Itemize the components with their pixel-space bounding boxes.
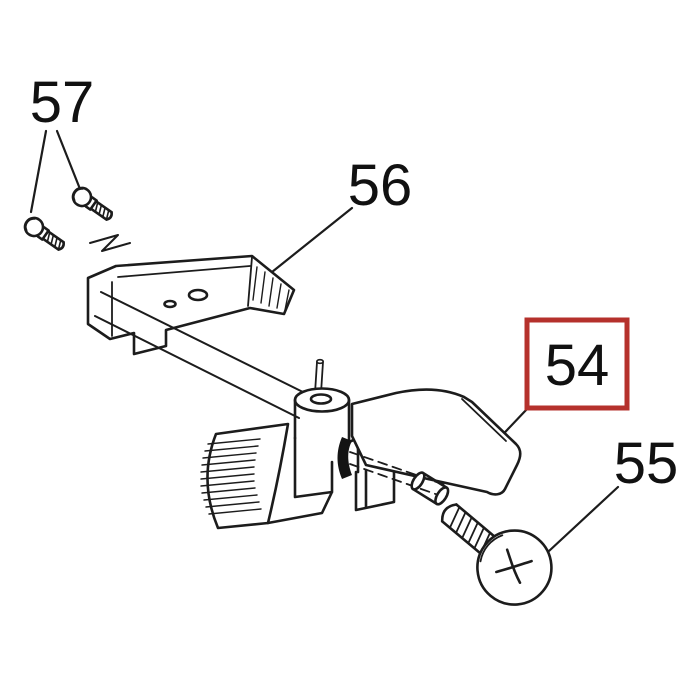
part-55-screw <box>440 503 553 606</box>
bracket-tab-hatching <box>252 266 290 311</box>
knob-ribs <box>200 438 262 515</box>
arm-pin <box>410 471 450 506</box>
screw-tip <box>440 503 458 523</box>
boss-hole <box>309 393 333 405</box>
leader-line-57a <box>29 129 48 214</box>
part-label-55: 55 <box>614 431 679 496</box>
leader-line-57b <box>55 129 82 191</box>
part-label-54: 54 <box>545 333 610 398</box>
diagram-linework <box>23 129 620 606</box>
leader-lines <box>29 129 620 553</box>
screw-head-arc <box>479 534 504 563</box>
diagram-labels: 57 56 54 55 <box>30 70 679 496</box>
part-label-56: 56 <box>348 153 413 218</box>
leader-line-56 <box>260 206 354 282</box>
part-56-bracket <box>86 254 296 356</box>
arm-inner-edge <box>461 398 507 442</box>
screw-phillips-cross <box>495 548 533 584</box>
highlight-box-54 <box>524 317 630 411</box>
body-slot <box>337 437 352 479</box>
part-57-screw-a <box>71 186 113 221</box>
leader-line-55 <box>547 485 620 553</box>
arm-hidden-lines <box>349 451 449 498</box>
screw-axis-lines <box>94 291 314 419</box>
break-mark <box>89 234 131 252</box>
bracket-hole-small <box>163 299 177 309</box>
screw-threads <box>448 506 491 555</box>
part-57-screw-b <box>23 216 65 251</box>
part-54-assembly <box>200 358 522 530</box>
bracket-outline <box>86 254 296 356</box>
bracket-hole-large <box>187 288 209 302</box>
boss-top <box>293 387 351 413</box>
part-label-57: 57 <box>30 70 95 135</box>
